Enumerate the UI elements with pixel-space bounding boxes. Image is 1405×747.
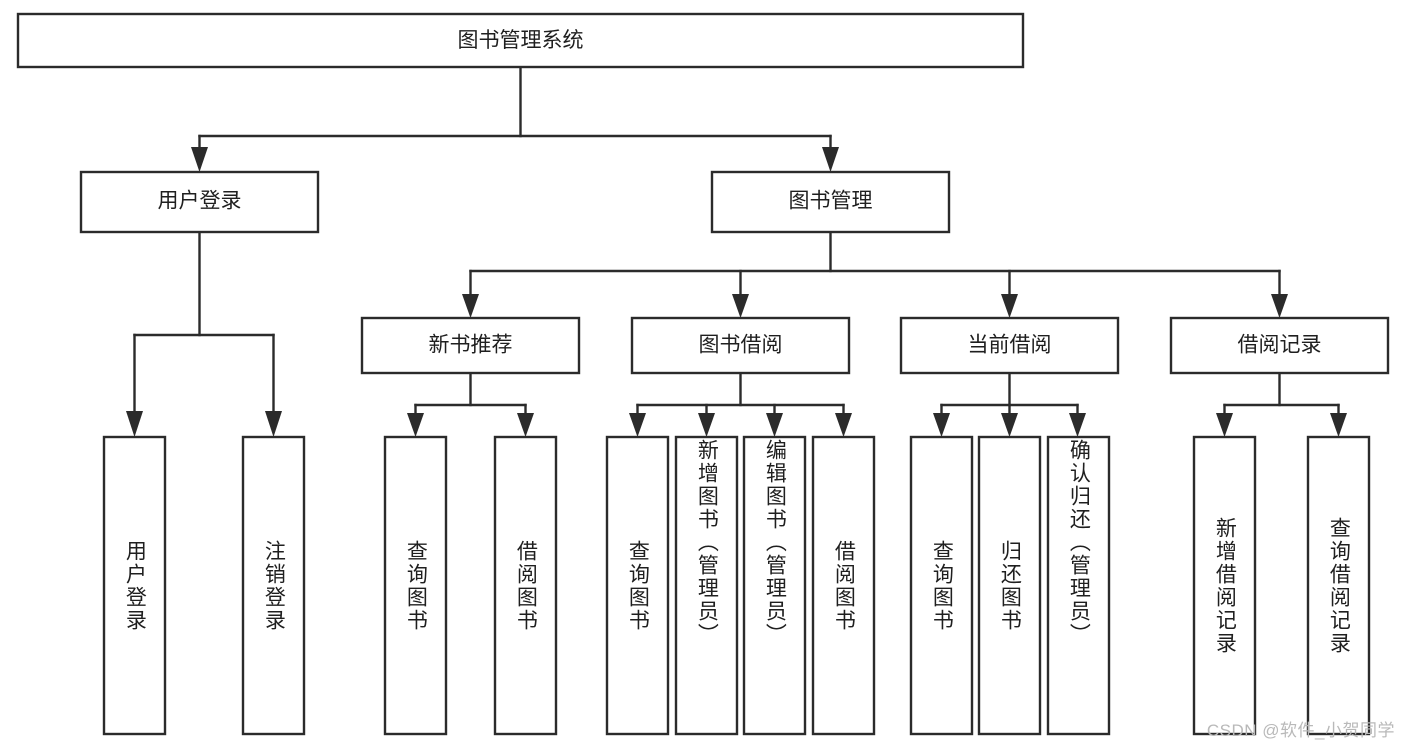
node-leaf-add-record-label: 新增借阅记录 bbox=[1213, 516, 1237, 655]
node-leaf-user-login-label: 用户登录 bbox=[123, 539, 147, 632]
node-leaf-borrow-book-2-box[interactable] bbox=[811, 435, 876, 736]
node-leaf-user-login-box[interactable] bbox=[102, 435, 167, 736]
arrow-newbook-l2 bbox=[517, 413, 534, 437]
node-leaf-query-record-label: 查询借阅记录 bbox=[1327, 516, 1351, 655]
node-leaf-query-book-3-label: 查询图书 bbox=[930, 539, 954, 632]
arrow-root-to-user-login bbox=[191, 147, 208, 172]
node-leaf-confirm-return-label: 确认归还（管理员） bbox=[1067, 439, 1091, 646]
arrow-currentborrow-l2 bbox=[1001, 413, 1018, 437]
node-leaf-edit-book-box[interactable] bbox=[742, 435, 807, 736]
node-leaf-query-book-3-box[interactable] bbox=[909, 435, 974, 736]
arrow-bm-to-bookborrow bbox=[732, 294, 749, 318]
node-new-book-rec-label: 新书推荐 bbox=[429, 334, 513, 357]
arrow-currentborrow-l3 bbox=[1069, 413, 1086, 437]
node-root-box[interactable] bbox=[16, 12, 1025, 69]
arrow-userlogin-l2 bbox=[265, 411, 282, 437]
node-leaf-query-book-1[interactable]: 查询图书 bbox=[383, 435, 448, 736]
node-leaf-query-book-1-label: 查询图书 bbox=[404, 539, 428, 632]
node-user-login-box[interactable] bbox=[79, 170, 320, 234]
node-leaf-borrow-book-2[interactable]: 借阅图书 bbox=[811, 435, 876, 736]
node-borrow-record-label: 借阅记录 bbox=[1238, 334, 1322, 357]
node-current-borrow-label: 当前借阅 bbox=[968, 334, 1052, 357]
node-book-borrow-label: 图书借阅 bbox=[699, 334, 783, 357]
node-leaf-add-book-box[interactable] bbox=[674, 435, 739, 736]
node-user-login-label: 用户登录 bbox=[158, 190, 242, 213]
arrow-userlogin-l1 bbox=[126, 411, 143, 437]
arrow-bm-to-newbook bbox=[462, 294, 479, 318]
node-leaf-confirm-return-box[interactable] bbox=[1046, 435, 1111, 736]
node-book-manage-label: 图书管理 bbox=[789, 190, 873, 213]
node-leaf-edit-book[interactable]: 编辑图书（管理员） bbox=[742, 435, 807, 736]
arrow-bm-to-currentborrow bbox=[1001, 294, 1018, 318]
arrow-borrowrecord-l1 bbox=[1216, 413, 1233, 437]
node-leaf-query-record-box[interactable] bbox=[1306, 435, 1371, 736]
node-leaf-query-book-2-label: 查询图书 bbox=[626, 539, 650, 632]
node-leaf-logout[interactable]: 注销登录 bbox=[241, 435, 306, 736]
arrow-borrowrecord-l2 bbox=[1330, 413, 1347, 437]
node-leaf-add-record-box[interactable] bbox=[1192, 435, 1257, 736]
node-leaf-logout-box[interactable] bbox=[241, 435, 306, 736]
node-root-label: 图书管理系统 bbox=[458, 29, 584, 52]
node-leaf-query-book-3[interactable]: 查询图书 bbox=[909, 435, 974, 736]
node-leaf-query-book-2-box[interactable] bbox=[605, 435, 670, 736]
node-user-login[interactable]: 用户登录 bbox=[79, 170, 320, 234]
node-leaf-user-login[interactable]: 用户登录 bbox=[102, 435, 167, 736]
node-current-borrow[interactable]: 当前借阅 bbox=[899, 316, 1120, 375]
node-leaf-query-book-2[interactable]: 查询图书 bbox=[605, 435, 670, 736]
node-leaf-add-book[interactable]: 新增图书（管理员） bbox=[674, 435, 739, 736]
node-leaf-add-record[interactable]: 新增借阅记录 bbox=[1192, 435, 1257, 736]
node-new-book-rec[interactable]: 新书推荐 bbox=[360, 316, 581, 375]
node-leaf-query-book-1-box[interactable] bbox=[383, 435, 448, 736]
node-new-book-rec-box[interactable] bbox=[360, 316, 581, 375]
node-book-borrow-box[interactable] bbox=[630, 316, 851, 375]
node-leaf-query-record[interactable]: 查询借阅记录 bbox=[1306, 435, 1371, 736]
arrow-bookborrow-l2 bbox=[698, 413, 715, 437]
node-leaf-borrow-book-1[interactable]: 借阅图书 bbox=[493, 435, 558, 736]
node-leaf-add-book-label: 新增图书（管理员） bbox=[695, 439, 719, 646]
arrow-bookborrow-l1 bbox=[629, 413, 646, 437]
node-leaf-return-book-label: 归还图书 bbox=[998, 539, 1022, 632]
arrow-bm-to-borrowrecord bbox=[1271, 294, 1288, 318]
node-leaf-borrow-book-1-label: 借阅图书 bbox=[514, 539, 538, 632]
node-leaf-logout-label: 注销登录 bbox=[262, 539, 286, 632]
node-leaf-borrow-book-2-label: 借阅图书 bbox=[832, 539, 856, 632]
arrow-newbook-l1 bbox=[407, 413, 424, 437]
node-borrow-record-box[interactable] bbox=[1169, 316, 1390, 375]
node-borrow-record[interactable]: 借阅记录 bbox=[1169, 316, 1390, 375]
arrow-bookborrow-l3 bbox=[766, 413, 783, 437]
arrow-root-to-book-manage bbox=[822, 147, 839, 172]
node-book-borrow[interactable]: 图书借阅 bbox=[630, 316, 851, 375]
node-book-manage[interactable]: 图书管理 bbox=[710, 170, 951, 234]
node-current-borrow-box[interactable] bbox=[899, 316, 1120, 375]
node-leaf-edit-book-label: 编辑图书（管理员） bbox=[763, 439, 787, 646]
node-leaf-return-book-box[interactable] bbox=[977, 435, 1042, 736]
connector-layer bbox=[126, 65, 1347, 437]
arrow-currentborrow-l1 bbox=[933, 413, 950, 437]
node-leaf-confirm-return[interactable]: 确认归还（管理员） bbox=[1046, 435, 1111, 736]
node-book-manage-box[interactable] bbox=[710, 170, 951, 234]
node-leaf-return-book[interactable]: 归还图书 bbox=[977, 435, 1042, 736]
node-leaf-borrow-book-1-box[interactable] bbox=[493, 435, 558, 736]
arrow-bookborrow-l4 bbox=[835, 413, 852, 437]
node-root[interactable]: 图书管理系统 bbox=[16, 12, 1025, 69]
